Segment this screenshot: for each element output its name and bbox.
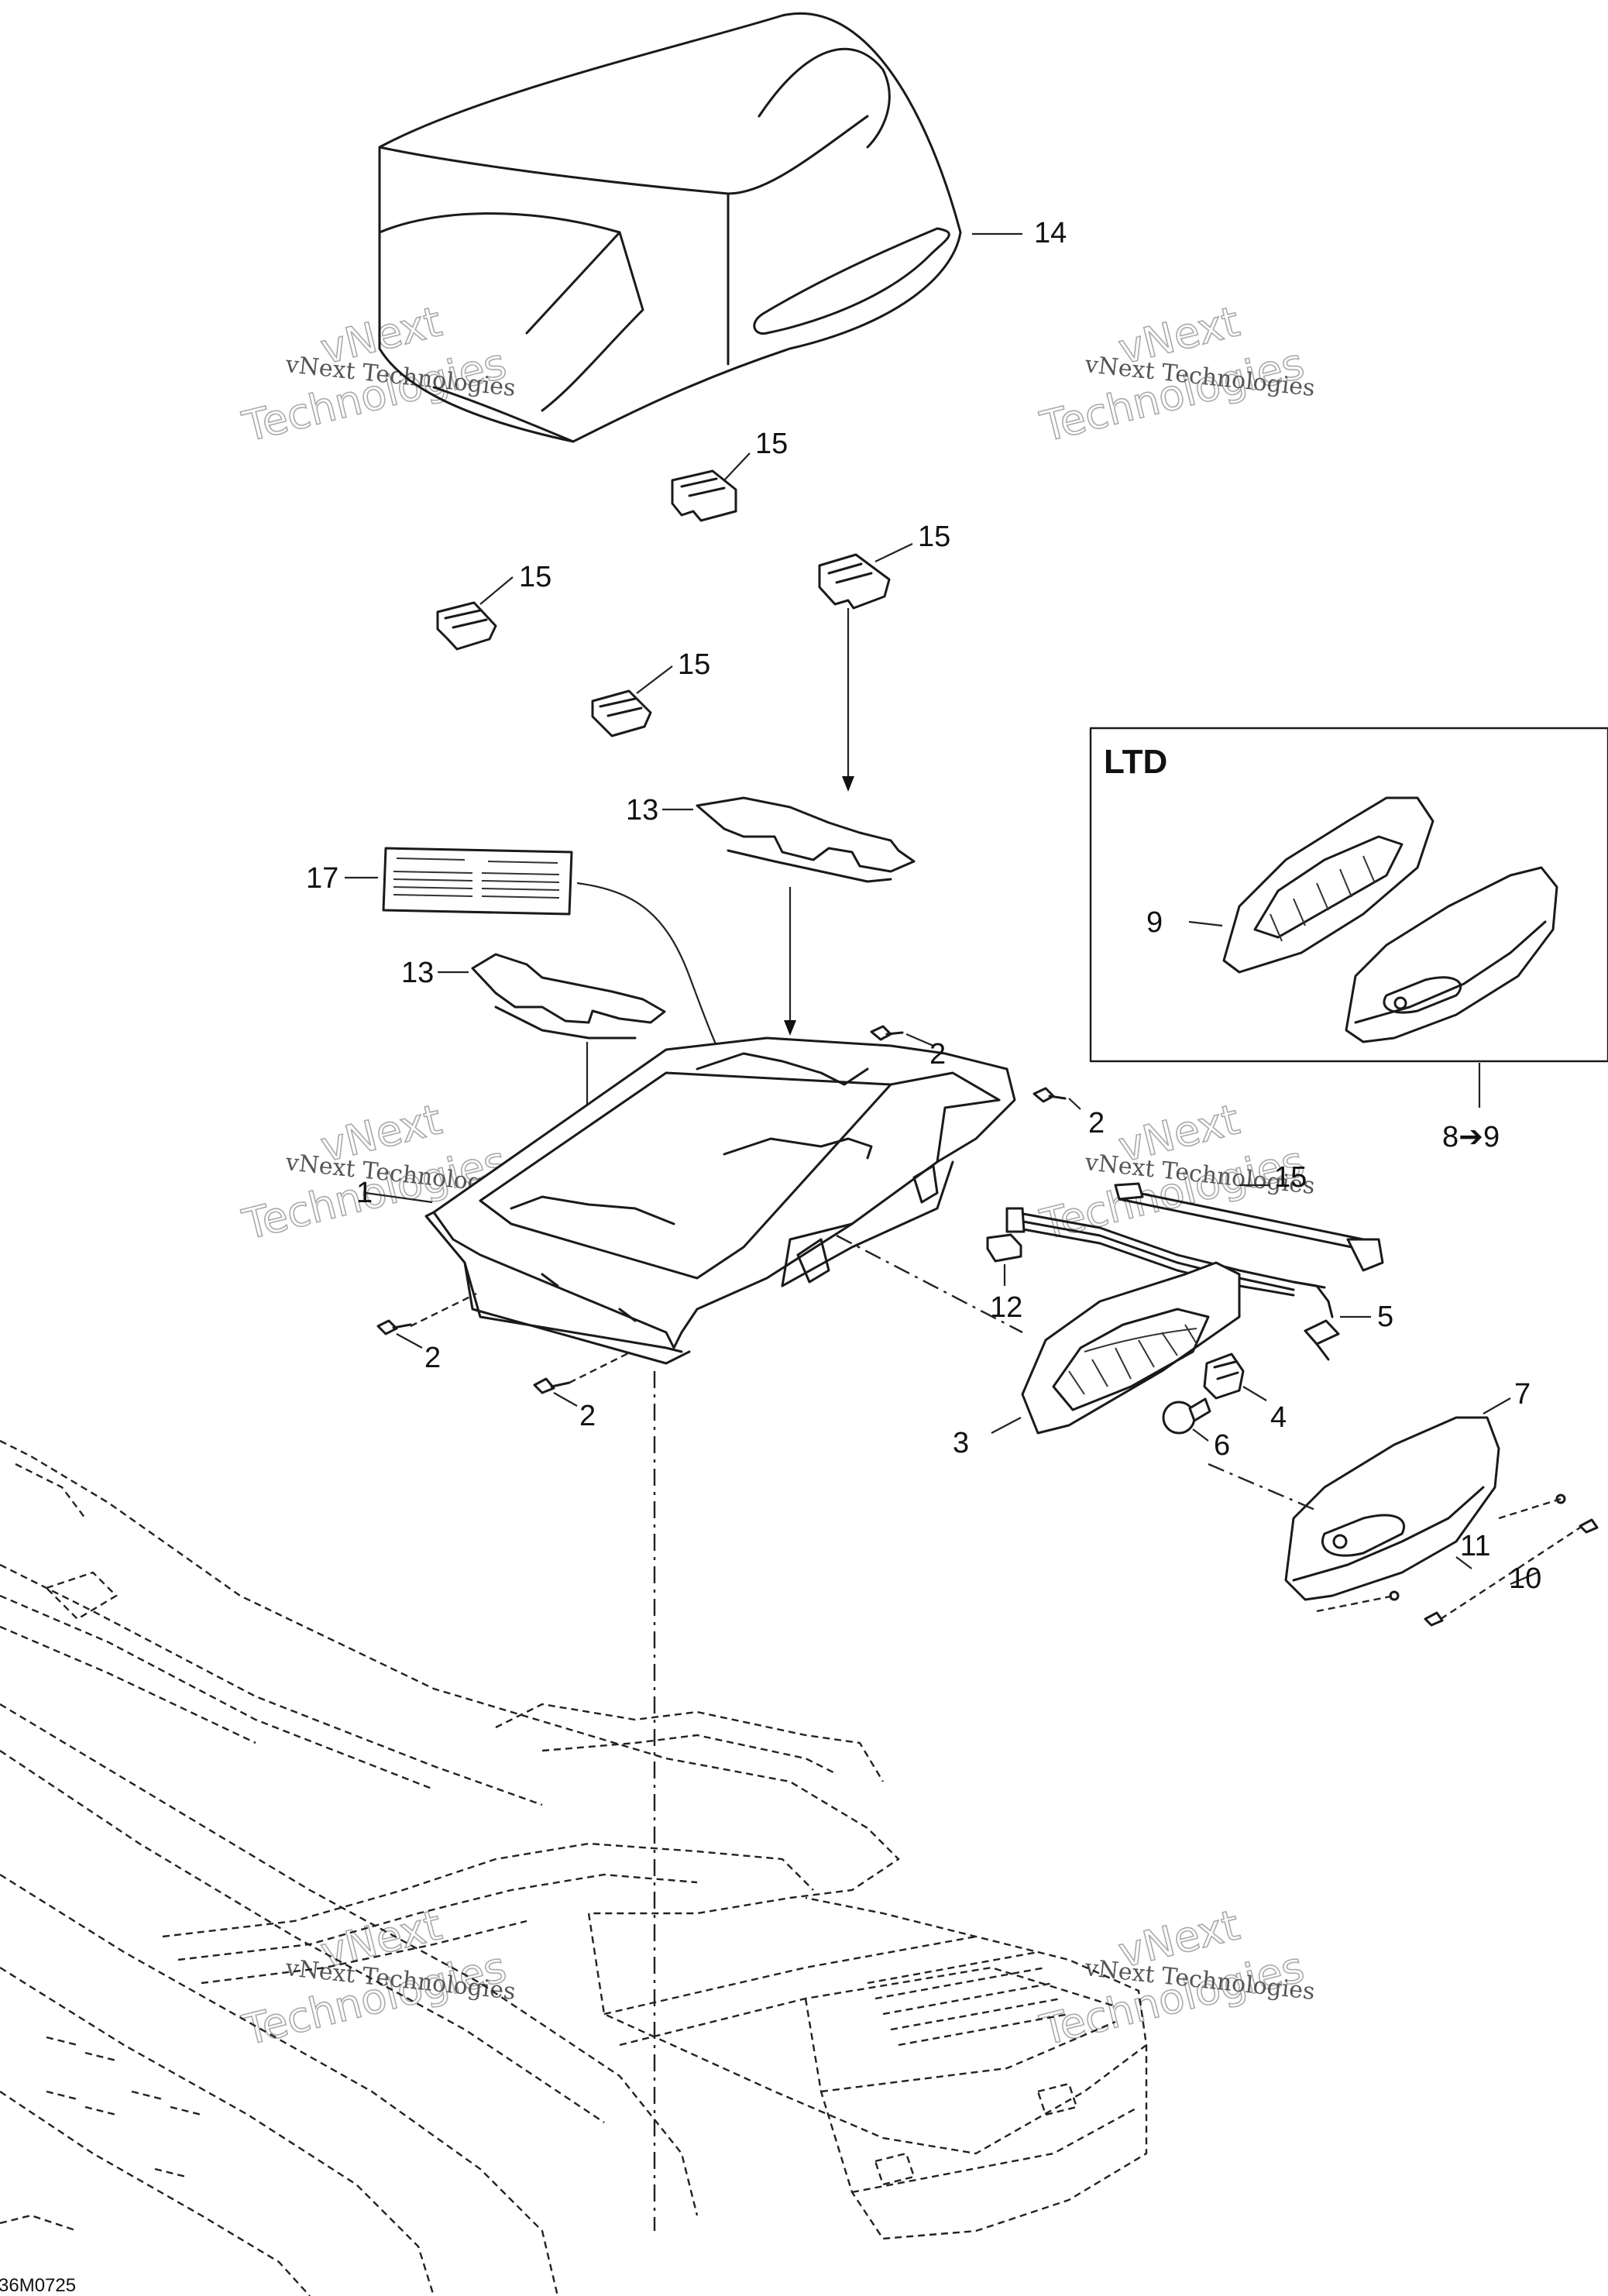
callout-2d: 2 [579,1400,596,1432]
ltd-title: LTD [1104,743,1167,781]
clip-part-15c [436,601,497,651]
callout-10: 10 [1509,1562,1541,1595]
screw-part-10 [1424,1518,1599,1627]
watermark-bottom-right: vNext Technologies vNext Technologies [1035,1900,1316,2056]
callout-2c: 2 [424,1342,441,1374]
callout-1: 1 [356,1177,373,1209]
foam-pad-part-13b [471,953,666,1040]
callout-2b: 2 [1088,1107,1105,1139]
callout-13a: 13 [626,794,658,827]
figure-code: 36M0725 [0,2275,76,2296]
screw-part-2c [376,1319,412,1335]
clip-part-15a [671,469,737,522]
bulb-socket-part-5 [1304,1319,1340,1361]
clip-part-15d [591,689,652,737]
wire-harness-part-15e [1005,1182,1384,1318]
foam-pad-part-13a [696,796,916,883]
callout-15d: 15 [678,648,710,681]
callout-8-9: 8➔9 [1442,1121,1500,1153]
taillight-housing-part-9 [1222,796,1434,974]
taillight-lens-part-7 [1284,1416,1500,1601]
callout-4: 4 [1270,1401,1287,1434]
taillight-housing-part-3 [1021,1261,1241,1435]
watermark-top-left: vNext Technologies vNext Technologies [237,297,517,452]
callout-14: 14 [1034,217,1067,249]
connector-part-12 [986,1233,1022,1263]
taillight-lens-ltd [1345,866,1558,1043]
callout-13b: 13 [401,957,434,989]
callout-15e: 15 [1274,1161,1307,1194]
callout-17: 17 [306,862,338,895]
clip-part-15b [818,553,891,610]
seat-cushion-part-14 [378,12,962,443]
callout-7: 7 [1514,1378,1531,1411]
callout-2a: 2 [929,1038,946,1071]
bulb-part-6 [1162,1397,1211,1435]
callout-9: 9 [1146,906,1163,939]
seat-base-part-1 [424,1036,1016,1365]
callout-3: 3 [953,1427,969,1459]
callout-15a: 15 [755,428,788,460]
callout-5: 5 [1377,1301,1393,1333]
watermark-top-right: vNext Technologies vNext Technologies [1035,297,1316,452]
warning-label-part-17 [382,847,573,916]
screw-part-2d [533,1377,571,1394]
ltd-inset-panel: LTD 9 [1089,727,1608,1063]
screw-part-2b [1032,1087,1067,1103]
callout-11: 11 [1460,1530,1490,1562]
socket-holder-part-4 [1203,1353,1245,1400]
callout-15b: 15 [918,521,950,553]
callout-15c: 15 [519,561,551,593]
frame-phantom [0,1439,1148,2296]
callout-6: 6 [1214,1429,1230,1462]
screw-part-2a [870,1025,904,1041]
